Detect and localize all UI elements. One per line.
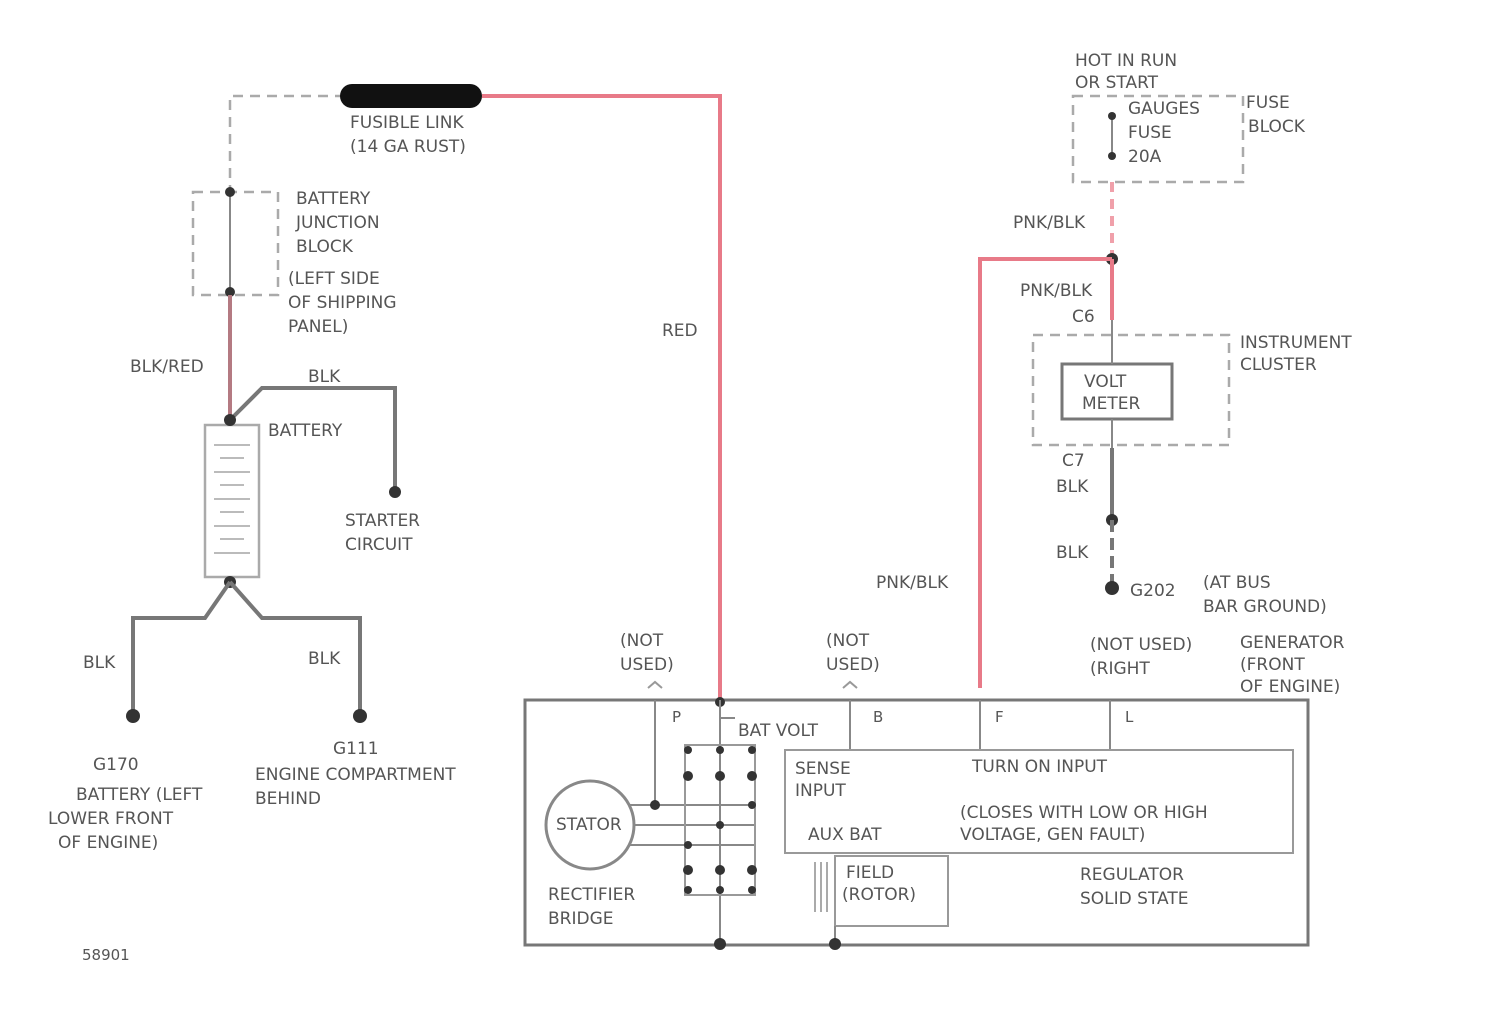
ground-g170-label-2: LOWER FRONT [48,809,174,829]
blk-right-wire-label: BLK [308,649,341,669]
rectifier-label-2: BRIDGE [548,909,614,929]
sense-input-label-1: SENSE [795,759,851,779]
svg-text:P: P [672,708,681,726]
junction-block-label-2: JUNCTION [295,213,380,233]
generator-label-2: (FRONT [1240,655,1305,675]
starter-circuit-label-1: STARTER [345,511,420,531]
blk-left-wire [133,582,230,712]
rectifier-diodes [650,746,757,894]
junction-location-label-3: PANEL) [288,317,348,337]
pnk-blk-low-label: PNK/BLK [876,573,949,593]
ground-g170-id: G170 [93,755,139,775]
not-used-2-label-2: USED) [826,655,880,675]
blk-top-wire-label: BLK [308,367,341,387]
svg-text:B: B [873,708,883,726]
terminal-b: B [843,682,883,750]
fuse-block-section: HOT IN RUN OR START GAUGES FUSE 20A FUSE… [1073,51,1306,182]
instrument-cluster-label-2: CLUSTER [1240,355,1317,375]
fuse-label-1: GAUGES [1128,99,1200,119]
ground-g202-symbol [1105,581,1119,595]
pnk-blk-top-label: PNK/BLK [1013,213,1086,233]
starter-circuit-label-2: CIRCUIT [345,535,413,555]
blk-g-label: BLK [1056,543,1089,563]
fusible-link-label-2: (14 GA RUST) [350,137,466,157]
sense-input-label-2: INPUT [795,781,846,801]
fusible-link-section: FUSIBLE LINK (14 GA RUST) [230,84,482,195]
stator-label: STATOR [556,815,622,835]
ground-g111-label-2: BEHIND [255,789,321,809]
junction-location-label-1: (LEFT SIDE [288,269,380,289]
instrument-cluster: VOLT METER INSTRUMENT CLUSTER [1033,320,1352,448]
blk-left-wire-label: BLK [83,653,116,673]
terminal-l: L [1110,700,1134,750]
svg-text:L: L [1125,708,1134,726]
red-wire-label: RED [662,321,698,341]
regulator-label-1: REGULATOR [1080,865,1184,885]
volt-meter-label-2: METER [1082,394,1141,414]
bat-volt-label: BAT VOLT [738,721,819,741]
field-label-2: (ROTOR) [842,885,916,905]
pnk-blk-mid-label: PNK/BLK [1020,281,1093,301]
junction-block-label-1: BATTERY [296,189,371,209]
ground-g111-label-1: ENGINE COMPARTMENT [255,765,456,785]
fuse-label-2: FUSE [1128,123,1172,143]
ground-g170-label-1: BATTERY (LEFT [76,785,203,805]
battery-label: BATTERY [268,421,343,441]
not-used-1-label-1: (NOT [620,631,664,651]
fuse-label-3: 20A [1128,147,1162,167]
fuse-block-label-2: BLOCK [1248,117,1306,137]
diagram-id: 58901 [82,946,130,964]
not-used-3-label-2: (RIGHT [1090,659,1150,679]
ground-g170-symbol [126,709,140,723]
turn-on-input-label: TURN ON INPUT [971,757,1108,777]
not-used-1-label-2: USED) [620,655,674,675]
svg-text:F: F [995,708,1004,726]
not-used-2-label-1: (NOT [826,631,870,651]
blk-c2-label: BLK [1056,477,1089,497]
field-label-1: FIELD [846,863,894,883]
closes-note-label-2: VOLTAGE, GEN FAULT) [960,825,1145,845]
battery-section: BLK/RED BLK STARTER CIRCUIT BATTERY BLK … [48,295,456,853]
volt-meter-label-1: VOLT [1084,372,1127,392]
field-coil [815,862,827,912]
starter-connector [389,486,401,498]
terminal-f: F [980,700,1004,750]
red-bat-wire [482,96,720,700]
ground-g170-label-3: OF ENGINE) [58,833,158,853]
battery-junction-block: BATTERY JUNCTION BLOCK (LEFT SIDE OF SHI… [193,187,397,337]
battery-symbol [205,425,259,577]
fusible-link-label-1: FUSIBLE LINK [350,113,465,133]
connector-c6-label: C6 [1072,307,1095,327]
instrument-cluster-label-1: INSTRUMENT [1240,333,1352,353]
hot-in-run-label-2: OR START [1075,73,1159,93]
hot-in-run-label-1: HOT IN RUN [1075,51,1177,71]
blk-right-wire [230,582,360,712]
not-used-3-label-1: (NOT USED) [1090,635,1192,655]
connector-c7-label: C7 [1062,451,1085,471]
junction-location-label-2: OF SHIPPING [288,293,397,313]
generator-assembly: P B F L BAT VOLT SENSE INPUT TURN ON INP… [525,682,1308,950]
fuse-block-label-1: FUSE [1246,93,1290,113]
rectifier-label-1: RECTIFIER [548,885,635,905]
ground-g111-symbol [353,709,367,723]
ground-g202-id: G202 [1130,581,1176,601]
ground-g202-label-2: BAR GROUND) [1203,597,1327,617]
generator-label-3: OF ENGINE) [1240,677,1340,697]
ground-g202-label-1: (AT BUS [1203,573,1271,593]
ground-g111-id: G111 [333,739,379,759]
regulator-label-2: SOLID STATE [1080,889,1188,909]
junction-block-label-3: BLOCK [296,237,354,257]
closes-note-label-1: (CLOSES WITH LOW OR HIGH [960,803,1208,823]
blk-red-wire-label: BLK/RED [130,357,204,377]
generator-label-1: GENERATOR [1240,633,1345,653]
aux-bat-label: AUX BAT [808,825,882,845]
fusible-link [340,84,482,108]
